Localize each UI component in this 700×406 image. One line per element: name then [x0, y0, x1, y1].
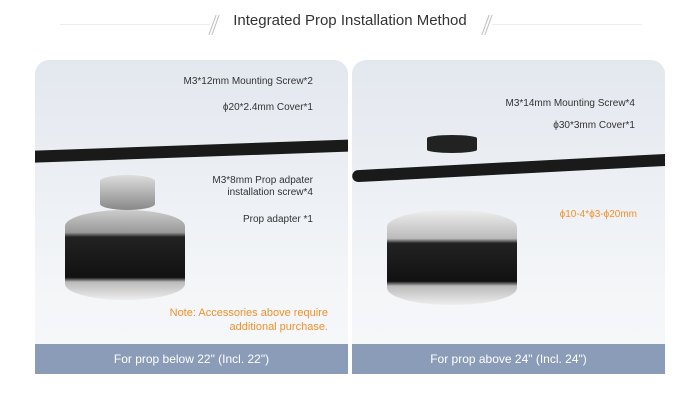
label-screw: M3*12mm Mounting Screw*2	[183, 76, 314, 87]
cover-image	[427, 135, 477, 153]
note-line-1: Note: Accessories above require	[169, 307, 328, 319]
propeller-image	[352, 153, 665, 183]
panel-small-prop: M3*12mm Mounting Screw*2 ϕ20*2.4mm Cover…	[35, 60, 348, 374]
motor-image	[387, 210, 517, 305]
adapter-image	[100, 175, 155, 210]
label-cover: ϕ30*3mm Cover*1	[553, 120, 635, 131]
label-cover: ϕ20*2.4mm Cover*1	[222, 102, 313, 113]
title-rule-left	[60, 24, 210, 25]
footer-small-prop: For prop below 22" (Incl. 22")	[35, 344, 348, 374]
note-line-2: additional purchase.	[229, 321, 328, 333]
motor-image	[65, 210, 185, 300]
label-adapter-screw-2: installation screw*4	[227, 187, 313, 198]
label-adapter: Prop adapter *1	[242, 214, 313, 225]
page-title: Integrated Prop Installation Method	[233, 12, 467, 29]
footer-large-prop: For prop above 24" (Incl. 24")	[352, 344, 665, 374]
propeller-image	[35, 139, 348, 163]
label-adapter-screw-1: M3*8mm Prop adpater	[212, 175, 313, 186]
label-screw: M3*14mm Mounting Screw*4	[505, 98, 636, 109]
title-rule-right	[492, 24, 642, 25]
panel-large-prop: M3*14mm Mounting Screw*4 ϕ30*3mm Cover*1…	[352, 60, 665, 374]
label-hole-spec: ϕ10-4*ϕ3-ϕ20mm	[559, 209, 637, 220]
